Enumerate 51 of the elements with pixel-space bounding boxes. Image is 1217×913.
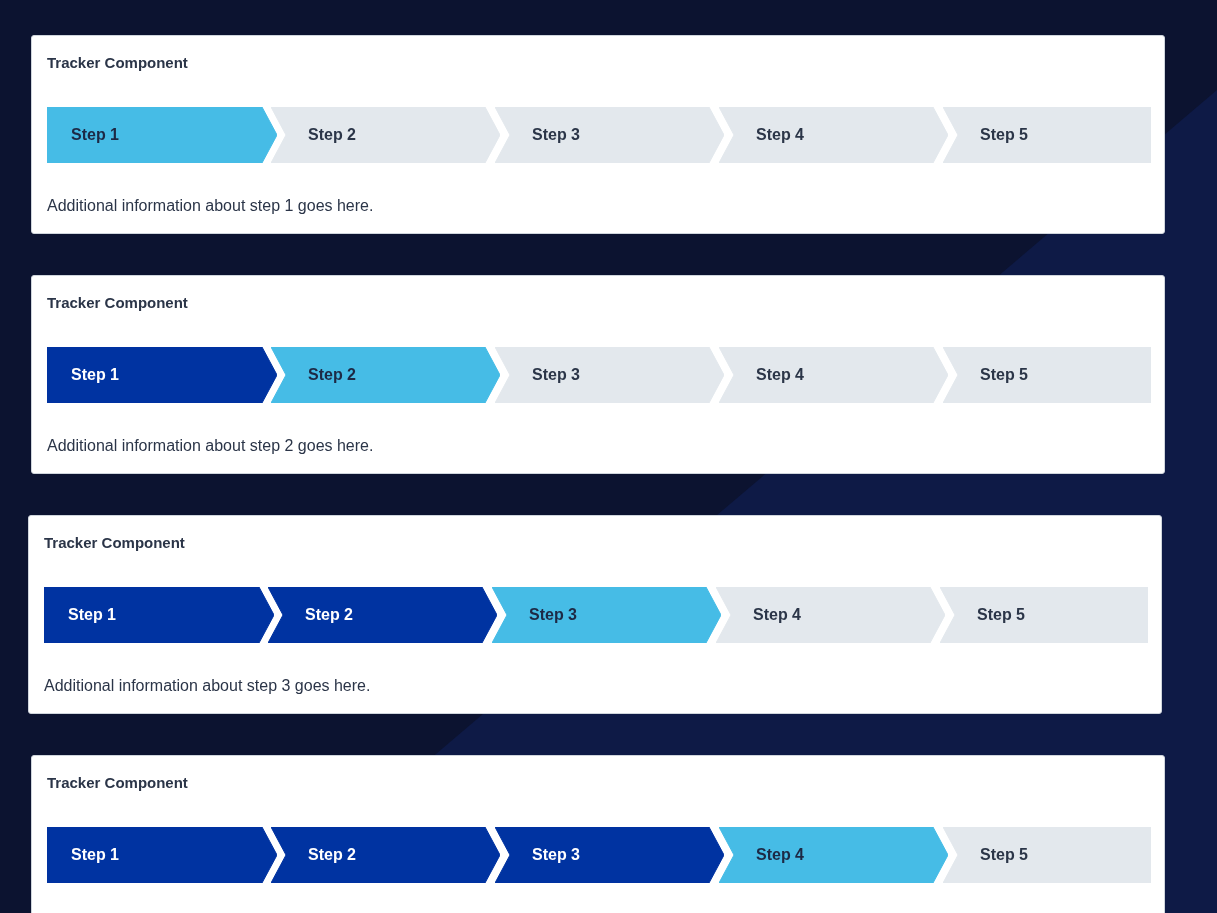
progress-step xyxy=(943,827,1151,883)
tracker-card xyxy=(31,35,1165,234)
progress-step xyxy=(716,587,945,643)
step-label: Step 1 xyxy=(71,845,119,865)
step-label: Step 2 xyxy=(308,845,356,865)
step-label: Step 2 xyxy=(305,605,353,625)
step-label: Step 3 xyxy=(529,605,577,625)
progress-step xyxy=(943,347,1151,403)
step-label: Step 4 xyxy=(756,125,804,145)
card-title: Tracker Component xyxy=(47,294,188,312)
progress-step xyxy=(940,587,1148,643)
progress-step xyxy=(495,827,724,883)
step-label: Step 4 xyxy=(753,605,801,625)
step-label: Step 2 xyxy=(308,365,356,385)
tracker-card xyxy=(28,515,1162,714)
progress-step xyxy=(268,587,497,643)
step-label: Step 4 xyxy=(756,845,804,865)
card-title: Tracker Component xyxy=(47,774,188,792)
step-label: Step 1 xyxy=(68,605,116,625)
step-label: Step 4 xyxy=(756,365,804,385)
progress-step xyxy=(47,107,277,163)
progress-step xyxy=(492,587,721,643)
progress-step xyxy=(271,827,500,883)
progress-step xyxy=(943,107,1151,163)
progress-step xyxy=(47,347,277,403)
progress-step xyxy=(719,827,948,883)
tracker-card xyxy=(31,755,1165,913)
tracker-card xyxy=(31,275,1165,474)
progress-step xyxy=(719,107,948,163)
step-label: Step 5 xyxy=(977,605,1025,625)
card-description: Additional information about step 2 goes here. xyxy=(47,436,374,456)
progress-step xyxy=(47,827,277,883)
step-label: Step 1 xyxy=(71,125,119,145)
card-title: Tracker Component xyxy=(44,534,185,552)
step-label: Step 3 xyxy=(532,365,580,385)
step-label: Step 2 xyxy=(308,125,356,145)
progress-step xyxy=(495,347,724,403)
step-label: Step 3 xyxy=(532,125,580,145)
step-label: Step 5 xyxy=(980,365,1028,385)
step-label: Step 5 xyxy=(980,845,1028,865)
step-label: Step 3 xyxy=(532,845,580,865)
progress-step xyxy=(719,347,948,403)
card-description: Additional information about step 1 goes here. xyxy=(47,196,374,216)
progress-step xyxy=(495,107,724,163)
progress-step xyxy=(271,107,500,163)
card-title: Tracker Component xyxy=(47,54,188,72)
step-label: Step 1 xyxy=(71,365,119,385)
step-label: Step 5 xyxy=(980,125,1028,145)
card-description: Additional information about step 3 goes here. xyxy=(44,676,371,696)
progress-step xyxy=(271,347,500,403)
progress-step xyxy=(44,587,274,643)
